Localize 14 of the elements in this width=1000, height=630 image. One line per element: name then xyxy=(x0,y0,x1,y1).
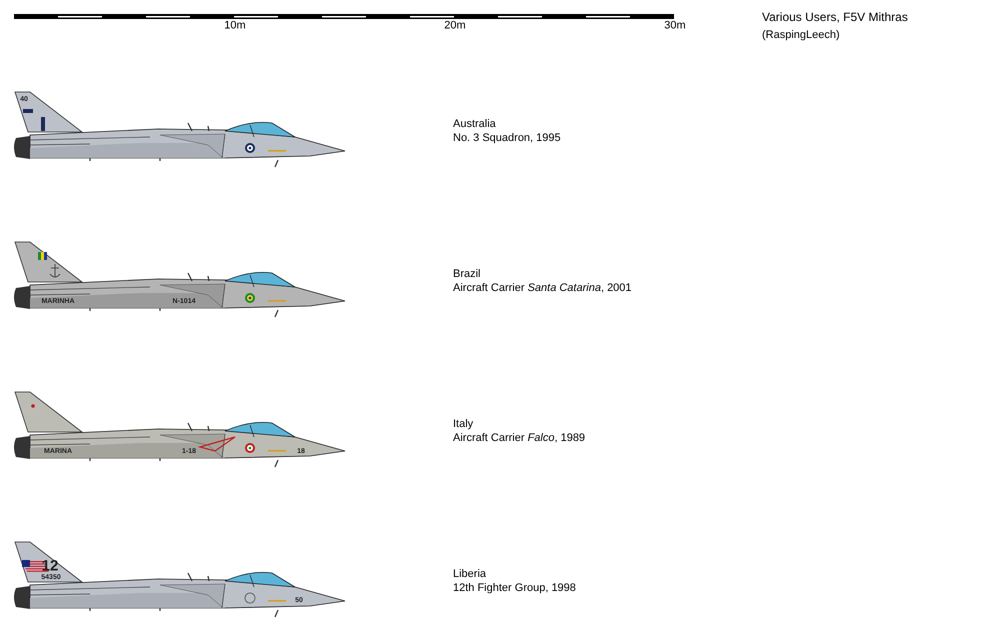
author-credit: (RaspingLeech) xyxy=(762,29,840,42)
caption: Aircraft Carrier Santa Catarina, 2001 xyxy=(453,282,632,295)
caption: Aircraft Carrier Falco, 1989 xyxy=(453,432,586,445)
title: Various Users, F5V Mithras xyxy=(762,11,908,24)
scale-label: 20m xyxy=(444,20,466,32)
caption-heading: Italy xyxy=(453,418,474,431)
caption-heading: Australia xyxy=(453,118,496,131)
tail-number: 12 xyxy=(42,560,58,572)
caption: No. 3 Squadron, 1995 xyxy=(453,132,561,145)
caption-heading: Liberia xyxy=(453,568,486,581)
scale-label: 30m xyxy=(664,20,686,32)
caption-heading: Brazil xyxy=(453,268,481,281)
caption: 12th Fighter Group, 1998 xyxy=(453,582,576,595)
scale-label: 10m xyxy=(224,20,246,32)
